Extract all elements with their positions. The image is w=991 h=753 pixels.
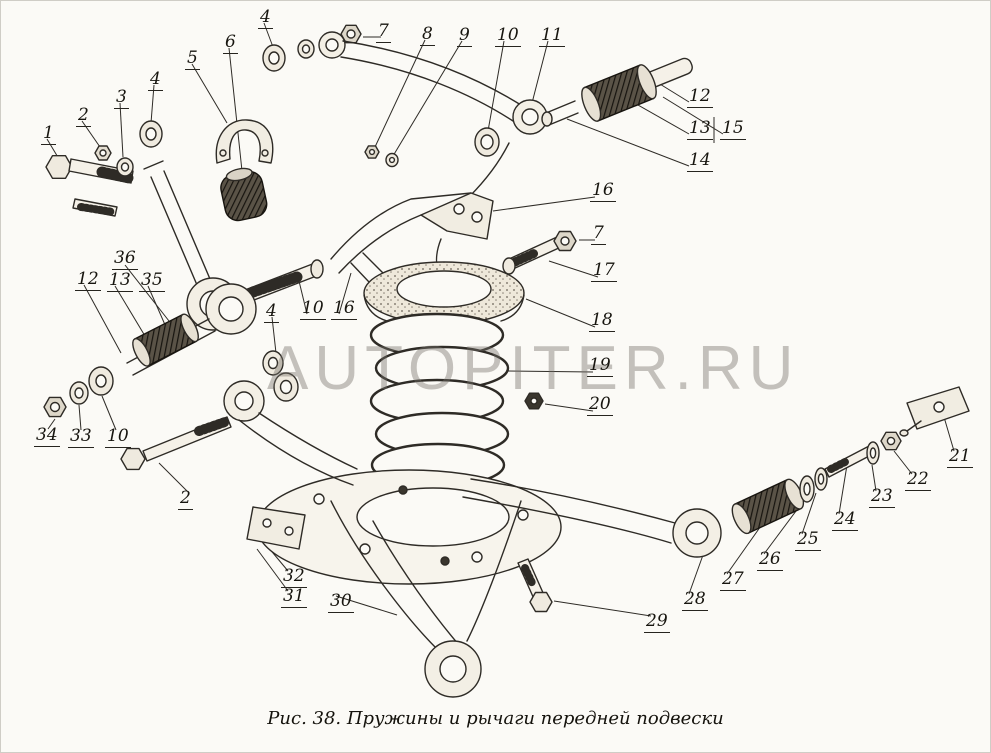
part-label: 29 <box>644 611 670 633</box>
lower-control-arms <box>223 380 722 698</box>
rubber-bushing <box>220 167 268 222</box>
part-label: 2 <box>76 105 91 127</box>
part-label: 32 <box>281 566 307 588</box>
part-label: 22 <box>905 469 931 491</box>
part-label: 25 <box>795 529 821 551</box>
part-label: 24 <box>832 509 858 531</box>
washer-hole <box>268 51 280 65</box>
long-pivot-bolt <box>120 416 232 471</box>
spring-nut <box>524 392 544 410</box>
part-label: 3 <box>114 87 129 109</box>
strut-bar-bushing <box>581 57 693 122</box>
pivot-bolt-assembly <box>45 120 163 217</box>
upper-strut-arm <box>297 24 579 168</box>
lower-arm-pivot-rod <box>43 283 257 418</box>
coil-spring <box>369 312 510 516</box>
part-label: 7 <box>376 21 391 43</box>
part-label: 28 <box>682 589 708 611</box>
arm-bolt <box>502 230 577 275</box>
part-label: 4 <box>264 301 279 323</box>
figure-caption: Рис. 38. Пружины и рычаги передней подве… <box>267 708 724 729</box>
part-label: 26 <box>757 549 783 571</box>
part-label: 11 <box>539 25 565 47</box>
part-label: 17 <box>591 260 617 282</box>
part-label: 23 <box>869 486 895 508</box>
part-label: 20 <box>587 394 613 416</box>
part-label: 7 <box>591 223 606 245</box>
part-label: 9 <box>457 25 472 47</box>
part-label: 5 <box>185 48 200 70</box>
part-label: 10 <box>300 298 326 320</box>
leader-lines <box>46 22 955 617</box>
stabilizer-link-parts <box>731 386 970 535</box>
part-label: 1 <box>41 123 56 145</box>
part-label: 27 <box>720 569 746 591</box>
part-label: 15 <box>720 118 746 140</box>
part-label: 12 <box>75 269 101 291</box>
part-label: 2 <box>178 488 193 510</box>
washer-pair <box>262 350 299 402</box>
part-label: 4 <box>148 69 163 91</box>
part-label: 10 <box>105 426 131 448</box>
part-label: 21 <box>947 446 973 468</box>
part-label: 30 <box>328 591 354 613</box>
spring-upper-seat <box>363 261 525 325</box>
part-label: 8 <box>420 24 435 46</box>
part-label: 13 <box>687 118 713 140</box>
part-label: 4 <box>258 7 273 29</box>
part-label: 13 <box>107 270 133 292</box>
part-label: 6 <box>223 32 238 54</box>
bushing-bracket <box>215 119 274 164</box>
part-label: 10 <box>495 25 521 47</box>
part-label: 19 <box>587 355 613 377</box>
part-label: 36 <box>112 248 138 270</box>
part-label: 34 <box>34 425 60 447</box>
part-label: 16 <box>590 180 616 202</box>
part-label: 35 <box>139 270 165 292</box>
part-label: 18 <box>589 310 615 332</box>
plate-bolt <box>517 558 553 613</box>
part-label: 14 <box>687 150 713 172</box>
part-label: 33 <box>68 426 94 448</box>
part-label: 31 <box>281 586 307 608</box>
part-label: 16 <box>331 298 357 320</box>
part-label: 12 <box>687 86 713 108</box>
